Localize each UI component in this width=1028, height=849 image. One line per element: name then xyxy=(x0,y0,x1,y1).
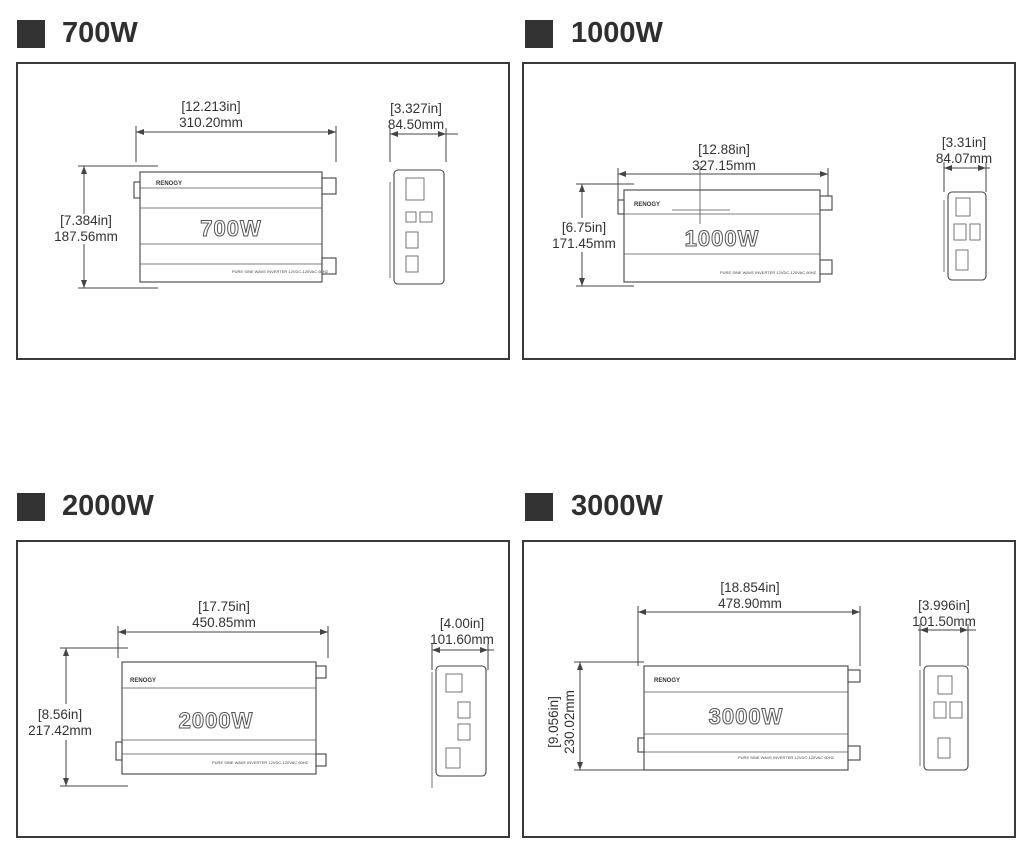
height-inch-label: [7.384in] xyxy=(60,213,112,228)
inverter-side-view xyxy=(943,191,987,281)
power-badge: 700W xyxy=(200,216,261,241)
heading-marker xyxy=(525,20,553,48)
dimension-drawing: [17.75in] 450.85mm [8.56in] 217.42mm REN… xyxy=(28,599,494,788)
dimension-panel-1000w: [12.88in] 327.15mm [6.75in] 171.45mm REN… xyxy=(522,62,1016,360)
depth-mm-label: 101.60mm xyxy=(430,632,494,647)
power-badge: 3000W xyxy=(709,704,784,729)
dimension-drawing: [12.213in] 310.20mm [7.384in] 187.56mm R… xyxy=(54,99,458,289)
dimension-drawing: [12.88in] 327.15mm [6.75in] 171.45mm REN… xyxy=(552,135,992,287)
width-mm-label: 478.90mm xyxy=(718,596,782,611)
width-inch-label: [12.213in] xyxy=(181,99,240,114)
height-mm-label: 171.45mm xyxy=(552,236,616,251)
model-heading: 3000W xyxy=(571,490,663,522)
device-label: PURE SINE WAVE INVERTER 12VDC-120VAC 60H… xyxy=(232,269,329,274)
model-heading: 700W xyxy=(62,17,138,49)
brand-logo: RENOGY xyxy=(130,678,156,684)
width-inch-label: [17.75in] xyxy=(198,599,250,614)
height-inch-label: [9.056in] xyxy=(546,696,561,748)
inverter-side-view xyxy=(431,665,487,788)
brand-logo: RENOGY xyxy=(156,181,182,187)
dimension-panel-2000w: [17.75in] 450.85mm [8.56in] 217.42mm REN… xyxy=(16,540,510,838)
inverter-front-view: RENOGY 700W PURE SINE WAVE INVERTER 12VD… xyxy=(133,171,337,283)
height-mm-label: 230.02mm xyxy=(562,690,577,754)
inverter-side-view xyxy=(919,665,969,771)
brand-logo: RENOGY xyxy=(654,678,680,684)
width-inch-label: [18.854in] xyxy=(720,580,779,595)
inverter-front-view: RENOGY 3000W PURE SINE WAVE INVERTER 12V… xyxy=(637,665,861,771)
depth-inch-label: [3.31in] xyxy=(942,135,986,150)
inverter-side-view xyxy=(389,169,445,285)
power-badge: 2000W xyxy=(179,708,254,733)
heading-marker xyxy=(525,493,553,521)
model-heading: 2000W xyxy=(62,490,154,522)
power-badge: 1000W xyxy=(685,226,760,251)
width-inch-label: [12.88in] xyxy=(698,142,750,157)
inverter-front-view: RENOGY 2000W PURE SINE WAVE INVERTER 12V… xyxy=(115,661,327,775)
depth-inch-label: [4.00in] xyxy=(440,616,484,631)
dimension-drawing: [18.854in] 478.90mm [9.056in] 230.02mm R… xyxy=(546,580,976,771)
depth-mm-label: 101.50mm xyxy=(912,614,976,629)
width-mm-label: 450.85mm xyxy=(192,615,256,630)
dimension-panel-3000w: [18.854in] 478.90mm [9.056in] 230.02mm R… xyxy=(522,540,1016,838)
width-mm-label: 327.15mm xyxy=(692,158,756,173)
heading-marker xyxy=(17,20,45,48)
heading-marker xyxy=(17,493,45,521)
model-heading: 1000W xyxy=(571,17,663,49)
depth-inch-label: [3.996in] xyxy=(918,598,970,613)
device-label: PURE SINE WAVE INVERTER 12VDC-120VAC 60H… xyxy=(720,270,817,275)
depth-mm-label: 84.50mm xyxy=(388,117,444,132)
width-mm-label: 310.20mm xyxy=(179,115,243,130)
brand-logo: RENOGY xyxy=(634,202,660,208)
height-mm-label: 187.56mm xyxy=(54,229,118,244)
device-label: PURE SINE WAVE INVERTER 12VDC-120VAC 60H… xyxy=(212,760,309,765)
height-inch-label: [8.56in] xyxy=(38,707,82,722)
device-label: PURE SINE WAVE INVERTER 12VDC-120VAC 60H… xyxy=(738,755,835,760)
height-mm-label: 217.42mm xyxy=(28,723,92,738)
depth-mm-label: 84.07mm xyxy=(936,151,992,166)
dimension-panel-700w: [12.213in] 310.20mm [7.384in] 187.56mm R… xyxy=(16,62,510,360)
depth-inch-label: [3.327in] xyxy=(390,101,442,116)
height-inch-label: [6.75in] xyxy=(562,220,606,235)
inverter-front-view: RENOGY 1000W PURE SINE WAVE INVERTER 12V… xyxy=(617,166,833,283)
